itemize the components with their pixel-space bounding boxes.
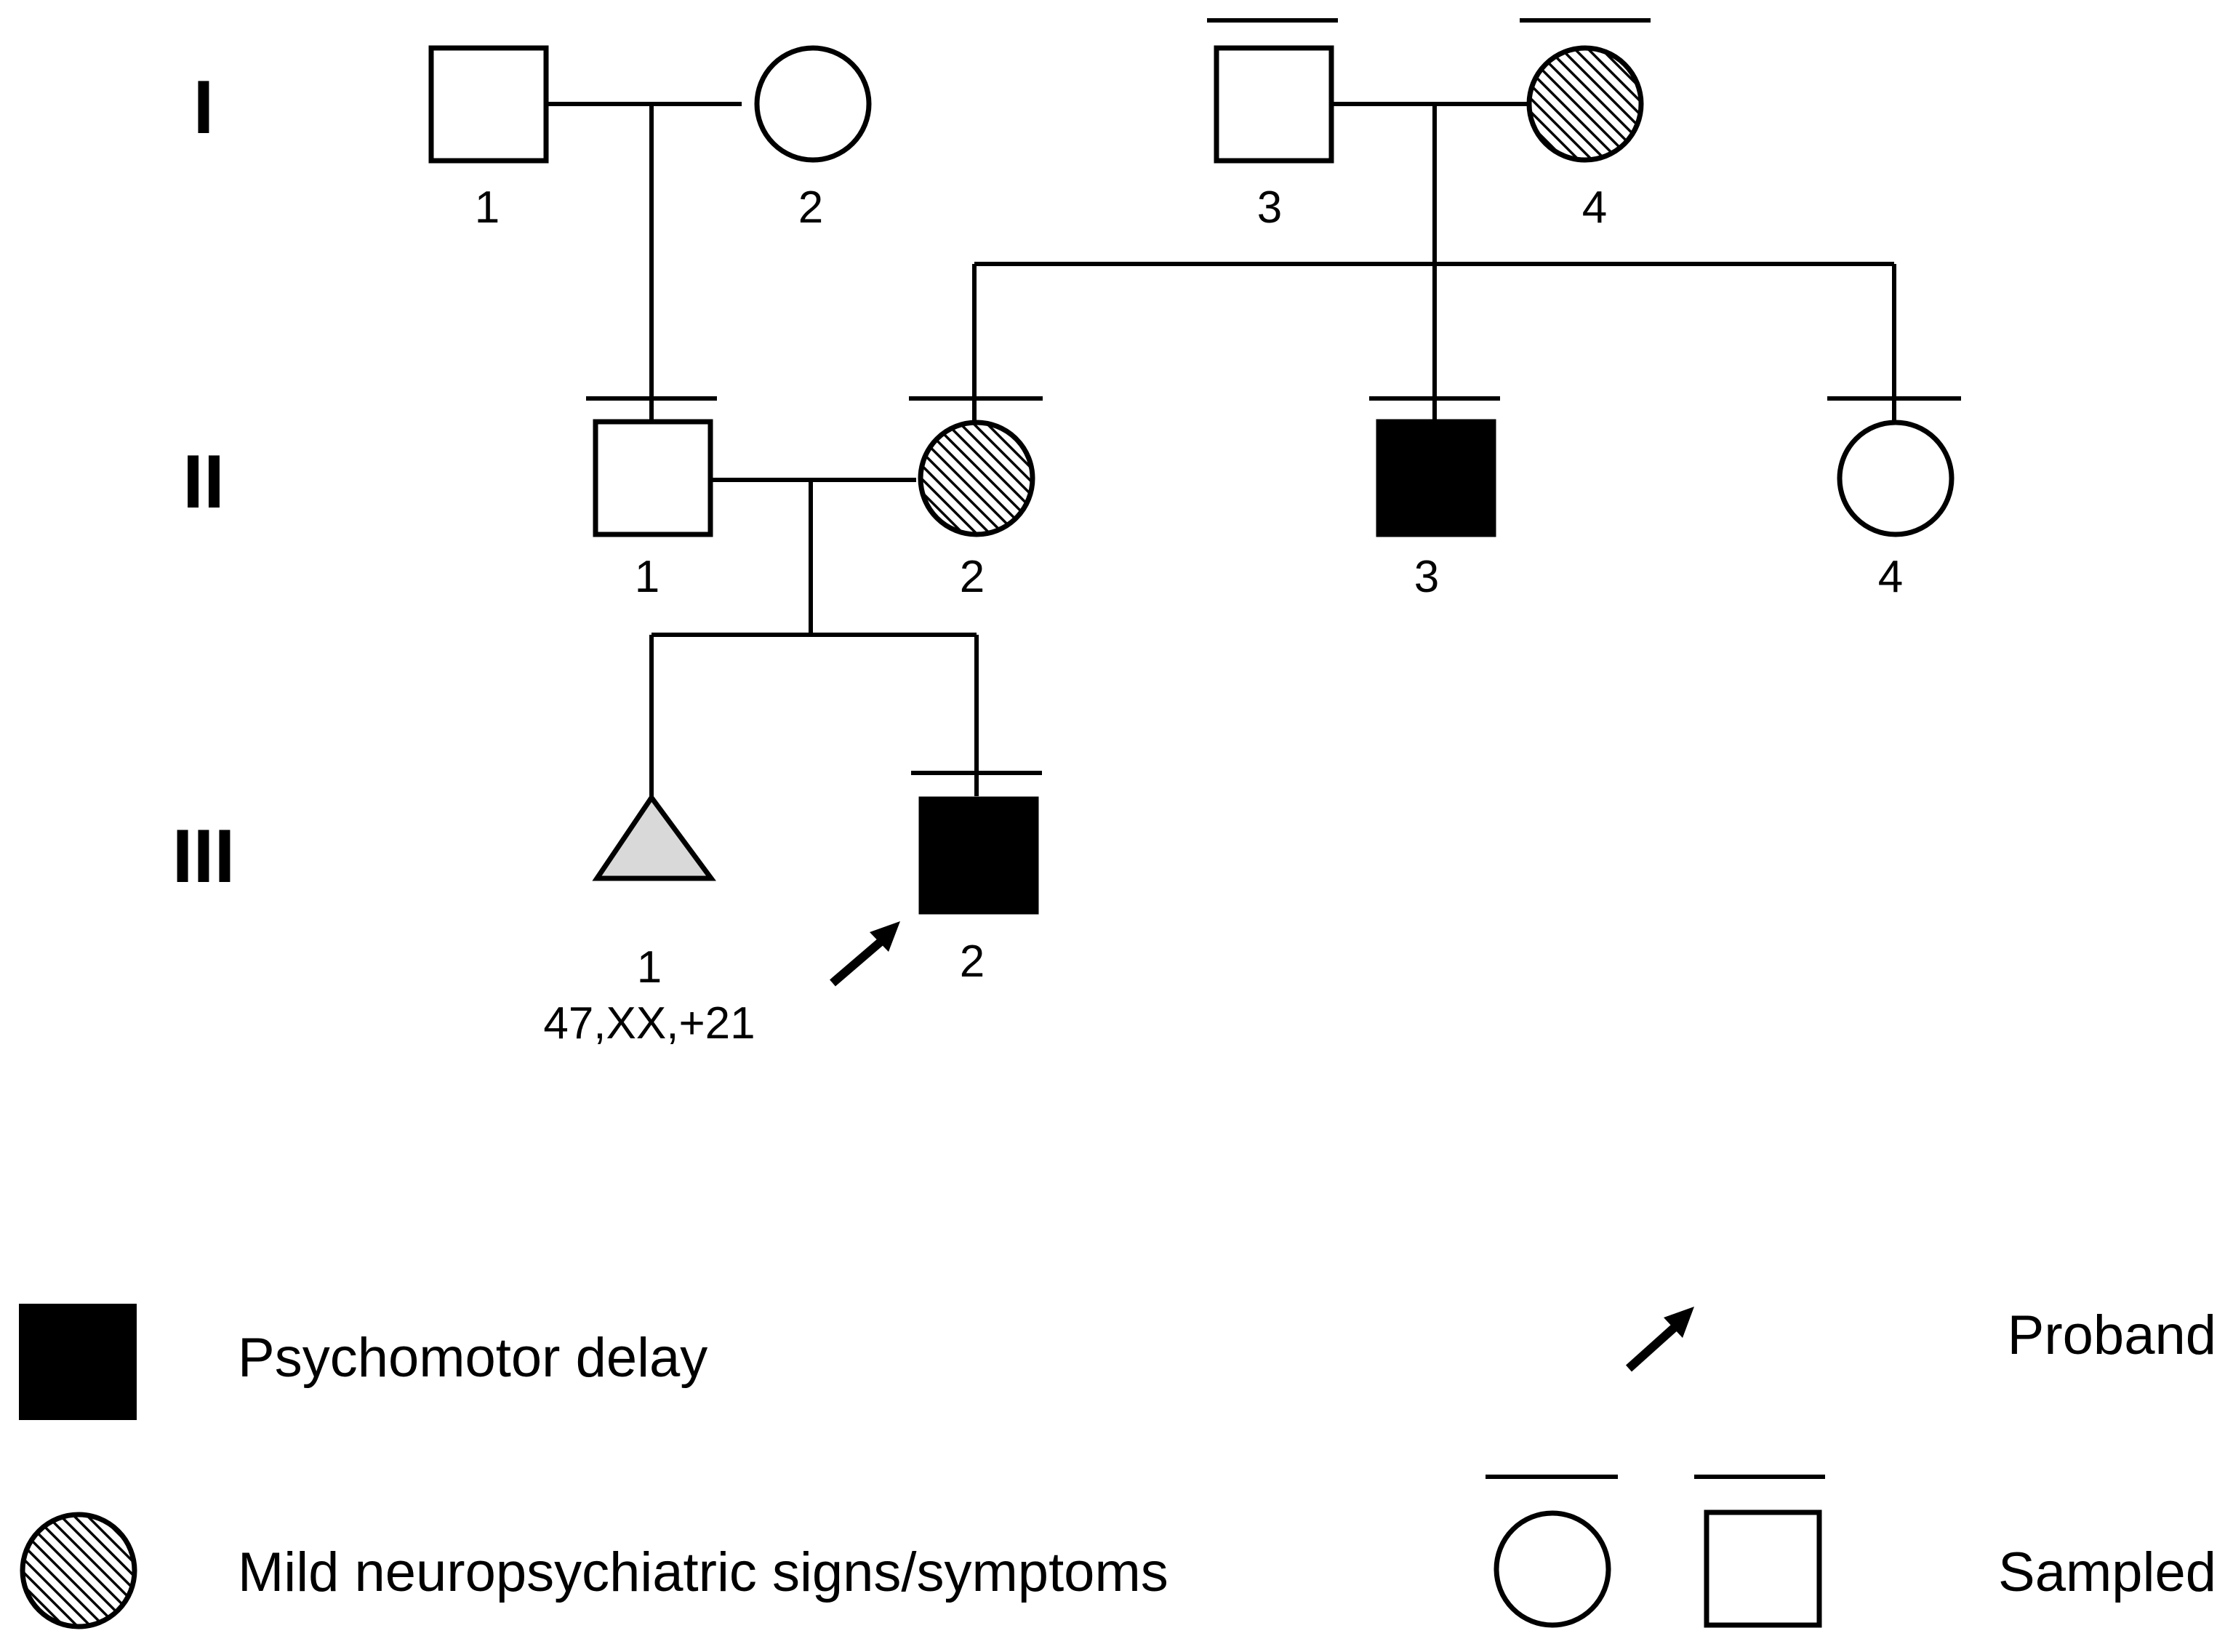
individual-II4-label: 4 bbox=[1878, 552, 1903, 602]
individual-I1-label: 1 bbox=[475, 183, 500, 233]
individual-II3-label: 3 bbox=[1414, 552, 1439, 602]
legend-proband-label: Proband bbox=[2008, 1304, 2216, 1366]
individual-II4-symbol bbox=[1837, 420, 1955, 537]
individual-III1-karyotype: 47,XX,+21 bbox=[543, 998, 755, 1048]
sampled-markers bbox=[586, 18, 1961, 775]
individual-III1-label: 1 bbox=[637, 942, 662, 993]
legend-sampled-circle bbox=[1494, 1510, 1611, 1628]
legend: Psychomotor delay Mild neuropsychiatric … bbox=[19, 1304, 2216, 1629]
individual-I4-label: 4 bbox=[1582, 183, 1607, 233]
individual-I3-symbol bbox=[1214, 45, 1334, 164]
legend-affected-symbol bbox=[19, 1304, 137, 1420]
individual-II1-label: 1 bbox=[635, 552, 660, 602]
legend-proband-arrow-icon bbox=[1625, 1307, 1694, 1372]
individual-III1-symbol bbox=[592, 793, 716, 881]
generation-label-I: I bbox=[193, 65, 215, 150]
individual-I4-symbol bbox=[1526, 45, 1644, 163]
legend-sampled-square bbox=[1704, 1509, 1822, 1628]
individual-II3-symbol bbox=[1376, 419, 1496, 537]
generation-label-III: III bbox=[172, 814, 236, 899]
individual-I2-symbol bbox=[754, 45, 872, 163]
individual-III2-symbol bbox=[918, 796, 1039, 915]
individual-I1-symbol bbox=[428, 45, 549, 164]
individual-II2-symbol bbox=[918, 420, 1035, 537]
legend-sampled-label: Sampled bbox=[1998, 1541, 2216, 1603]
legend-mild-label: Mild neuropsychiatric signs/symptoms bbox=[238, 1541, 1168, 1603]
individual-III2-label: 2 bbox=[960, 937, 985, 987]
generation-label-II: II bbox=[183, 440, 225, 524]
proband-arrow-icon bbox=[830, 921, 900, 987]
individual-I2-label: 2 bbox=[798, 183, 823, 233]
individual-I3-label: 3 bbox=[1257, 183, 1282, 233]
legend-mild-symbol bbox=[20, 1512, 137, 1629]
individual-II2-label: 2 bbox=[960, 552, 985, 602]
individual-II1-symbol bbox=[593, 419, 713, 537]
legend-affected-label: Psychomotor delay bbox=[238, 1327, 707, 1389]
pedigree-lines bbox=[548, 102, 1896, 796]
